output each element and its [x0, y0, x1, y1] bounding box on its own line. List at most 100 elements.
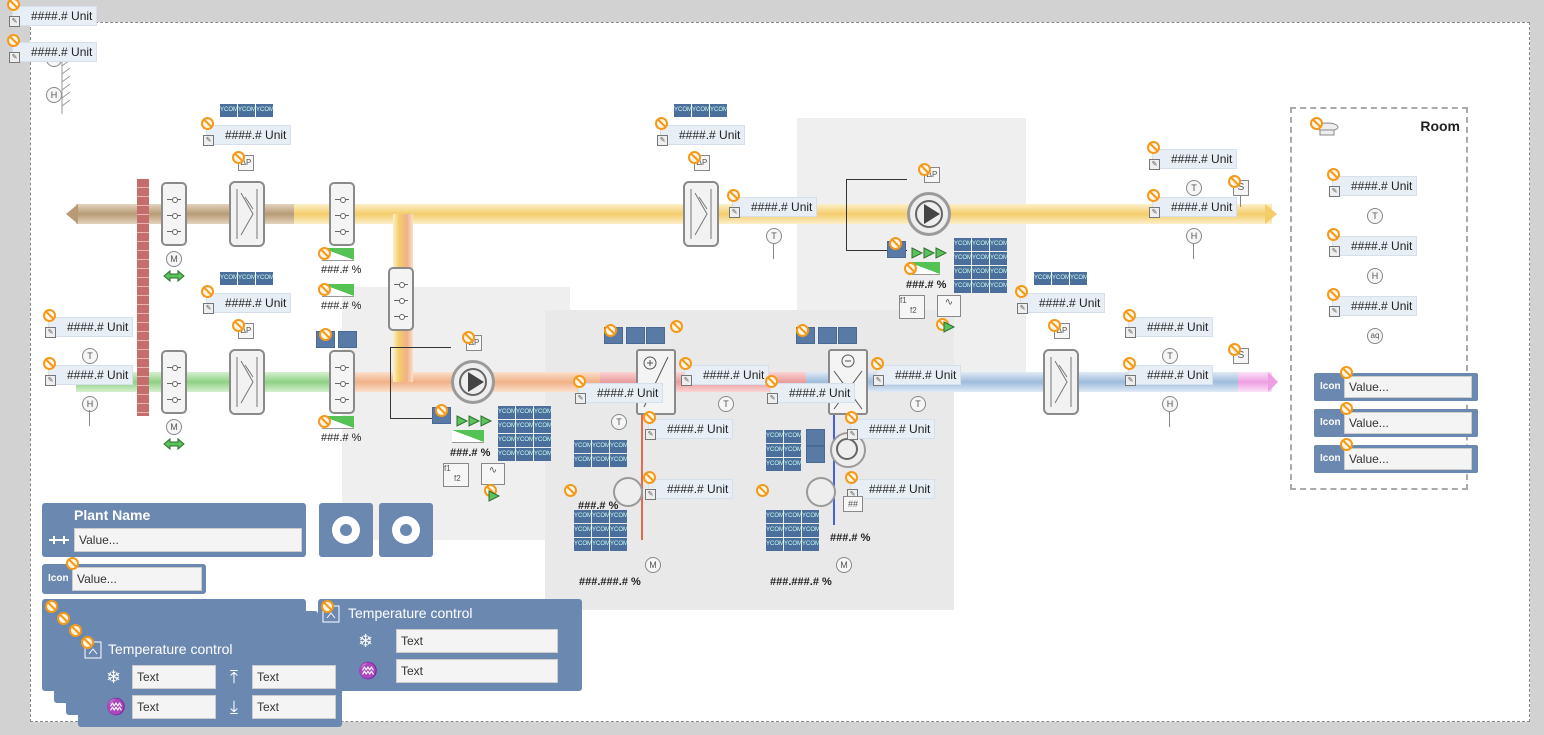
disabled-badge [918, 163, 931, 176]
value-label[interactable]: ✎####.# Unit [7, 0, 98, 27]
room-value-label[interactable]: ✎####.# Unit [1327, 288, 1418, 317]
row-icon-label: Icon [1320, 453, 1341, 464]
value-label[interactable]: ✎####.# Unit [7, 34, 98, 63]
tile: YCOM [972, 238, 990, 251]
tile: YCOM [1070, 272, 1088, 285]
tile: YCOM [516, 406, 534, 419]
mode-button[interactable] [838, 327, 857, 344]
setpoint-down-field[interactable]: Text [252, 695, 336, 719]
value-text: ####.# Unit [1039, 296, 1101, 310]
heater-valve-percent: ###.###.# % [579, 576, 641, 588]
value-label[interactable]: ✎####.# Unit [1015, 285, 1106, 314]
tile: YCOM [498, 448, 516, 461]
plant-value-field[interactable]: Value... [74, 528, 302, 552]
motor-icon: M [166, 419, 182, 435]
tile: YCOM [516, 448, 534, 461]
humidity-sensor: H [1162, 396, 1178, 412]
disabled-badge [435, 404, 448, 417]
room-icon-row[interactable]: Icon Value... [1314, 409, 1478, 437]
temperature-control-panel: Temperature control ❄ Text ♒ Text [318, 599, 582, 691]
sensor-stem [1169, 411, 1170, 427]
exhaust-filter[interactable] [229, 181, 265, 247]
row-value-field[interactable]: Value... [1344, 412, 1472, 434]
cooling-coil[interactable] [828, 349, 868, 415]
value-label[interactable]: ✎####.# Unit [201, 117, 292, 146]
value-label[interactable]: ✎####.# Unit [643, 411, 734, 440]
mode-button[interactable] [806, 446, 825, 463]
value-label[interactable]: ✎####.# Unit [1147, 189, 1238, 218]
value-label[interactable]: ✎####.# Unit [43, 309, 134, 338]
value-text: ####.# Unit [1171, 152, 1233, 166]
row-value-field[interactable]: Value... [1344, 376, 1472, 398]
mode-button[interactable] [626, 327, 645, 344]
mode-button[interactable] [338, 331, 357, 348]
settings-button[interactable] [379, 503, 433, 557]
icon-value-field[interactable]: Value... [72, 567, 202, 591]
outdoor-damper[interactable] [161, 350, 187, 414]
value-label[interactable]: ✎####.# Unit [573, 375, 664, 404]
heat-waves-icon: ♒ [106, 699, 126, 716]
heat-waves-icon: ♒ [358, 663, 378, 680]
settings-button[interactable] [319, 503, 373, 557]
exhaust-damper[interactable] [161, 182, 187, 246]
value-label[interactable]: ✎####.# Unit [727, 189, 818, 218]
cooling-text-field[interactable]: Text [132, 665, 216, 689]
outdoor-filter[interactable] [229, 349, 265, 415]
heating-pump[interactable] [613, 477, 643, 507]
value-label[interactable]: ✎####.# Unit [765, 375, 856, 404]
setpoint-up-field[interactable]: Text [252, 665, 336, 689]
mode-button[interactable] [646, 327, 665, 344]
return-filter[interactable] [1043, 349, 1079, 415]
temperature-sensor: T [718, 396, 734, 412]
mixed-damper[interactable] [329, 350, 355, 414]
supply-filter[interactable] [683, 181, 719, 247]
room-icon-row[interactable]: Icon Value... [1314, 373, 1478, 401]
value-label[interactable]: ✎####.# Unit [643, 471, 734, 500]
fan-bypass-line [390, 347, 451, 419]
cooling-pump-2[interactable] [806, 477, 836, 507]
disabled-badge [889, 237, 902, 250]
cooling-text-field[interactable]: Text [396, 629, 558, 653]
value-label[interactable]: ✎####.# Unit [845, 411, 936, 440]
room-title: Room [1420, 118, 1460, 134]
disabled-badge [904, 262, 917, 275]
heating-text-field[interactable]: Text [396, 659, 558, 683]
room-icon-row[interactable]: Icon Value... [1314, 445, 1478, 473]
value-label[interactable]: ✎####.# Unit [679, 357, 770, 386]
recirc-damper[interactable] [388, 267, 414, 331]
mixed-fan[interactable] [451, 360, 495, 404]
value-label[interactable]: ✎####.# Unit [201, 285, 292, 314]
disabled-badge [604, 324, 617, 337]
mode-button[interactable] [806, 429, 825, 446]
row-value-field[interactable]: Value... [1344, 448, 1472, 470]
exhaust-arrow-head [66, 204, 78, 224]
value-text: ####.# Unit [1351, 299, 1413, 313]
disabled-badge [318, 415, 331, 428]
value-label[interactable]: ✎####.# Unit [43, 357, 134, 386]
mode-button[interactable] [818, 327, 837, 344]
value-label[interactable]: ✎####.# Unit [655, 117, 746, 146]
row-icon-label: Icon [1320, 417, 1341, 428]
supply-damper[interactable] [329, 182, 355, 246]
value-label[interactable]: ✎####.# Unit [1123, 357, 1214, 386]
tile: YCOM [238, 272, 256, 285]
room-value-label[interactable]: ✎####.# Unit [1327, 228, 1418, 257]
value-label[interactable]: ✎####.# Unit [1123, 309, 1214, 338]
tile: YCOM [534, 420, 552, 433]
tile: YCOM [592, 440, 610, 453]
tile: YCOM [802, 524, 820, 537]
supply-fan[interactable] [907, 192, 951, 236]
heating-text-field[interactable]: Text [132, 695, 216, 719]
disabled-badge [1340, 402, 1353, 415]
value-text: ####.# Unit [67, 368, 129, 382]
value-text: ####.# Unit [1147, 368, 1209, 382]
value-label[interactable]: ✎####.# Unit [871, 357, 962, 386]
temperature-sensor: T [82, 348, 98, 364]
room-value-label[interactable]: ✎####.# Unit [1327, 168, 1418, 197]
value-label[interactable]: ✎####.# Unit [1147, 141, 1238, 170]
tile: YCOM [954, 280, 972, 293]
play-indicator-icon [488, 490, 501, 502]
tile: YCOM [674, 104, 692, 117]
value-text: ####.# Unit [31, 45, 93, 59]
heating-coil[interactable] [636, 349, 676, 415]
